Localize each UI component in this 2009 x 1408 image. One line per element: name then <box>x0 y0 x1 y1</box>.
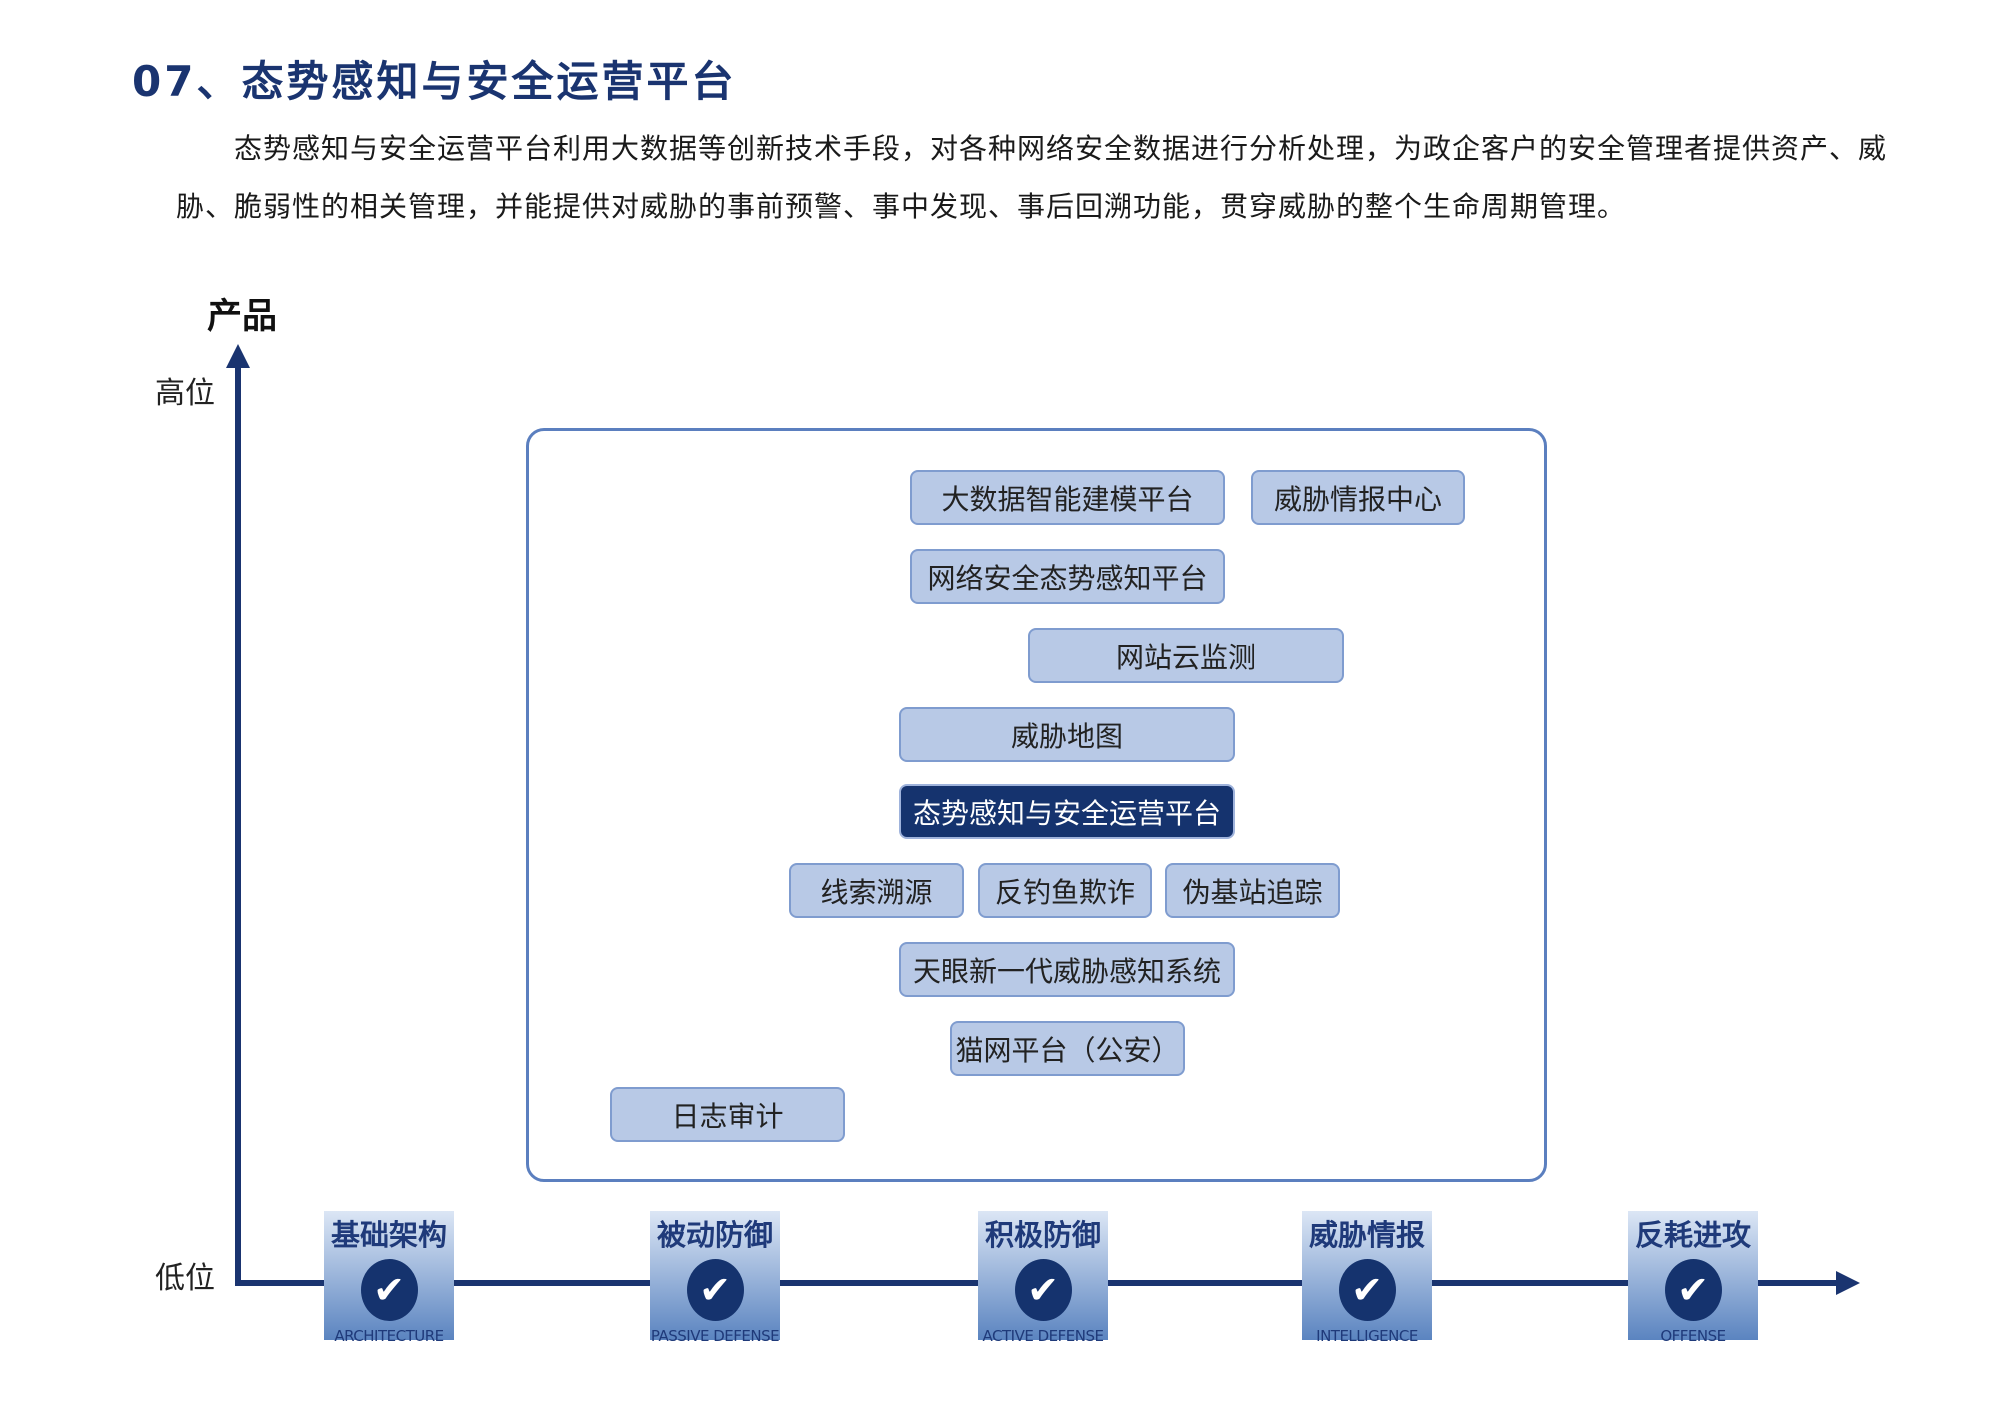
y-high-label: 高位 <box>155 376 215 411</box>
product-pill: 大数据智能建模平台 <box>910 470 1225 525</box>
product-pill: 网络安全态势感知平台 <box>910 549 1225 604</box>
product-pill: 日志审计 <box>610 1087 845 1142</box>
category-label: 积极防御 <box>984 1218 1101 1252</box>
category-label: 威胁情报 <box>1308 1218 1425 1252</box>
product-pill-highlight: 态势感知与安全运营平台 <box>899 784 1235 839</box>
product-pill: 伪基站追踪 <box>1165 863 1340 918</box>
category-architecture: 基础架构 ✔ ARCHITECTURE <box>324 1211 454 1345</box>
product-pill: 天眼新一代威胁感知系统 <box>899 942 1235 997</box>
product-pill: 猫网平台（公安） <box>950 1021 1185 1076</box>
category-intelligence: 威胁情报 ✔ INTELLIGENCE <box>1302 1211 1432 1345</box>
check-icon: ✔ <box>1014 1259 1072 1321</box>
category-passive-defense: 被动防御 ✔ PASSIVE DEFENSE <box>650 1211 780 1345</box>
y-axis-line <box>235 362 241 1286</box>
y-axis-arrow-icon <box>226 344 250 368</box>
category-en-label: INTELLIGENCE <box>1316 1327 1418 1345</box>
check-icon: ✔ <box>1338 1259 1396 1321</box>
y-low-label: 低位 <box>155 1261 215 1296</box>
check-icon: ✔ <box>686 1259 744 1321</box>
category-label: 反耗进攻 <box>1634 1218 1751 1252</box>
check-icon: ✔ <box>360 1259 418 1321</box>
y-axis-title: 产品 <box>207 297 278 337</box>
category-offense: 反耗进攻 ✔ OFFENSE <box>1628 1211 1758 1345</box>
product-pill: 网站云监测 <box>1028 628 1344 683</box>
product-pill: 反钓鱼欺诈 <box>978 863 1152 918</box>
product-pill: 线索溯源 <box>789 863 964 918</box>
page-title: 07、态势感知与安全运营平台 <box>132 57 737 106</box>
product-pill: 威胁地图 <box>899 707 1235 762</box>
intro-paragraph: 态势感知与安全运营平台利用大数据等创新技术手段，对各种网络安全数据进行分析处理，… <box>176 132 1888 223</box>
category-label: 被动防御 <box>656 1218 773 1252</box>
category-label: 基础架构 <box>330 1218 447 1252</box>
check-icon: ✔ <box>1664 1259 1722 1321</box>
category-en-label: OFFENSE <box>1660 1327 1726 1345</box>
category-en-label: ARCHITECTURE <box>334 1327 444 1345</box>
category-en-label: ACTIVE DEFENSE <box>982 1327 1104 1345</box>
product-pill: 威胁情报中心 <box>1251 470 1465 525</box>
category-en-label: PASSIVE DEFENSE <box>650 1327 780 1345</box>
x-axis-arrow-icon <box>1836 1271 1860 1295</box>
products-frame <box>526 428 1547 1182</box>
category-active-defense: 积极防御 ✔ ACTIVE DEFENSE <box>978 1211 1108 1345</box>
